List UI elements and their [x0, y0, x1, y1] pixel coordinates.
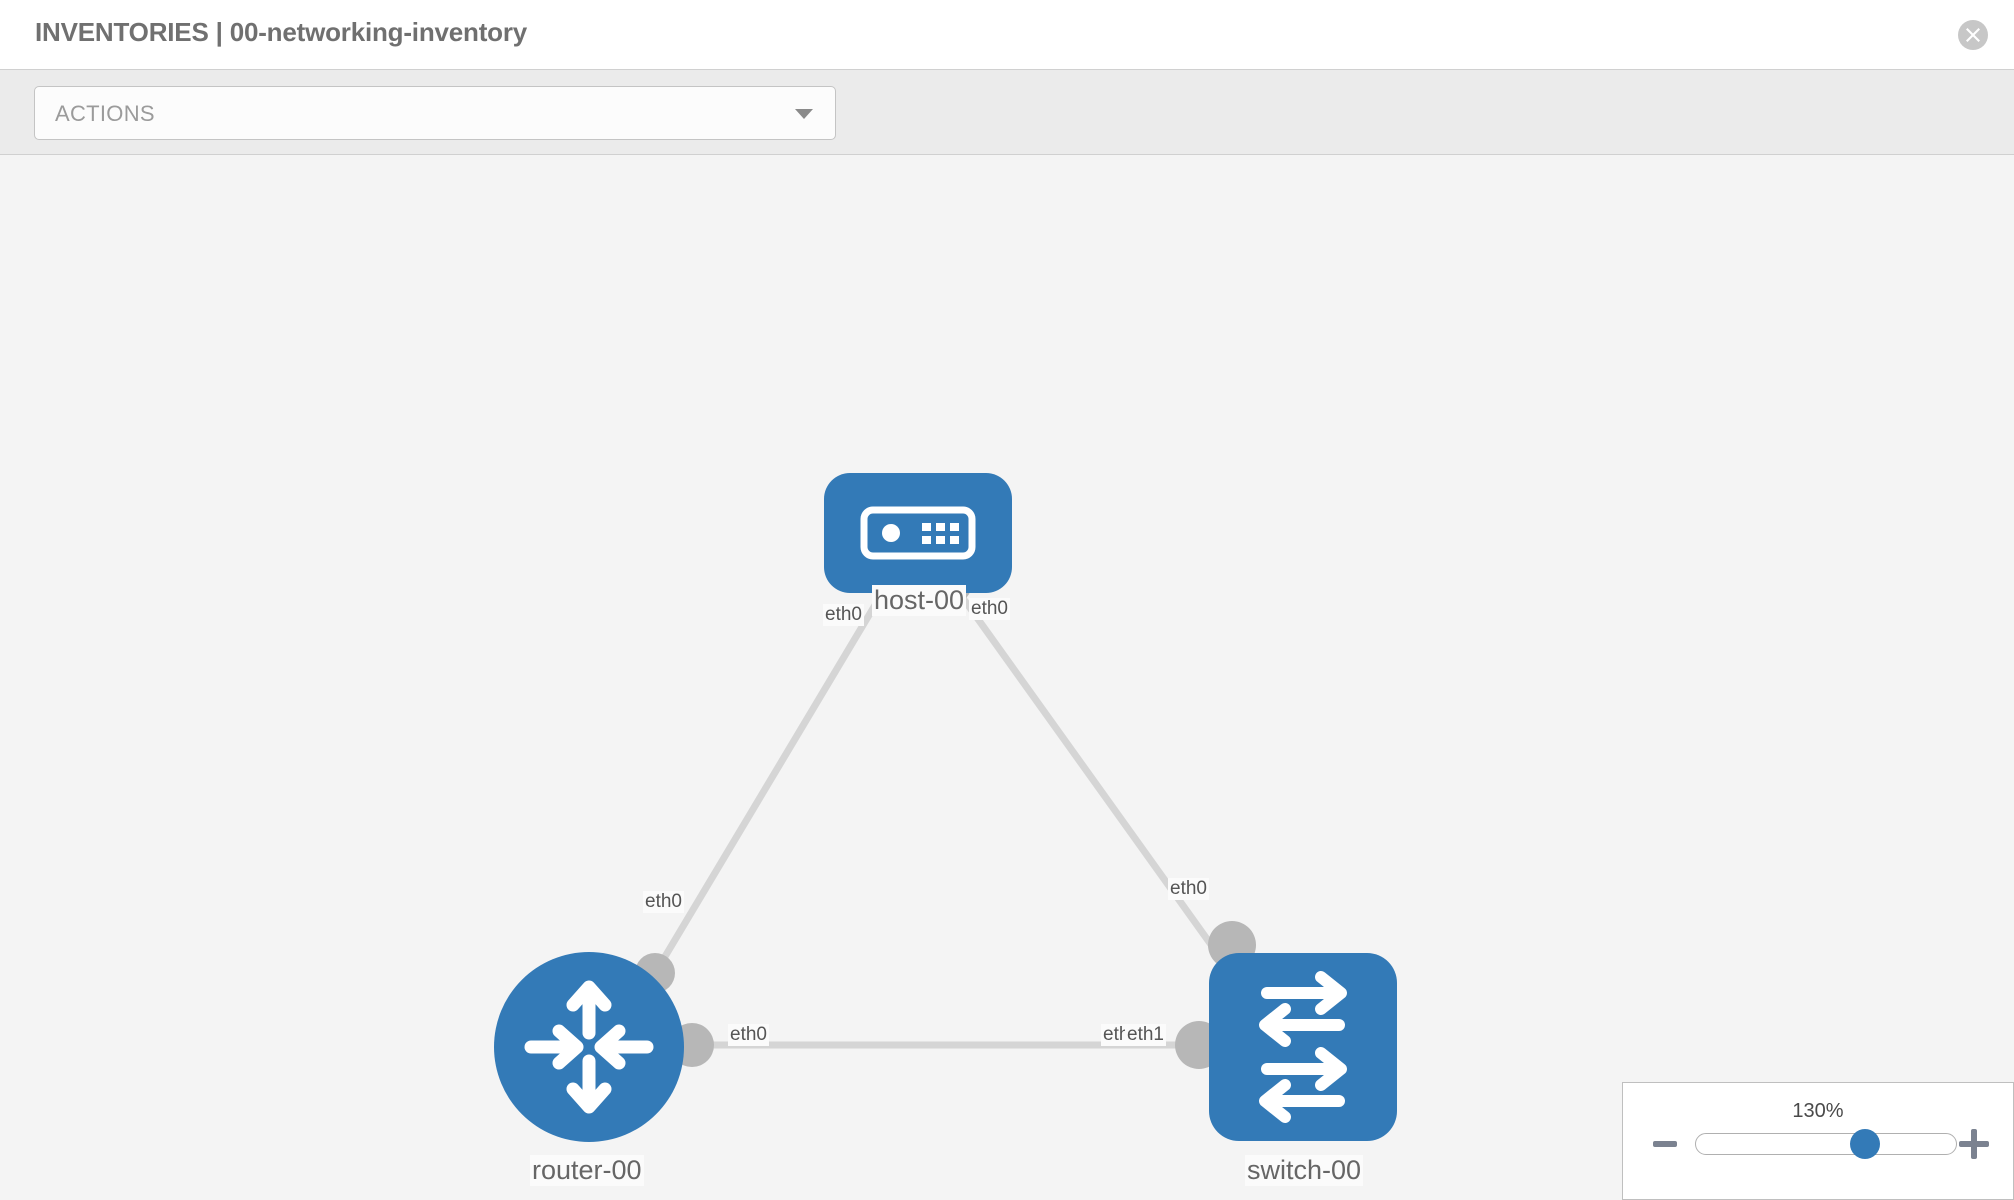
- chevron-down-icon: [795, 109, 813, 119]
- actions-dropdown-label: ACTIONS: [55, 101, 155, 126]
- topology-graph: [494, 473, 1397, 1142]
- toolbar: ACTIONS SEARCH: [0, 69, 2014, 209]
- zoom-level-value: 130%: [1792, 1100, 1844, 1122]
- zoom-slider-thumb[interactable]: [1850, 1129, 1880, 1159]
- zoom-control-panel: 130%: [1622, 1082, 2014, 1200]
- zoom-slider[interactable]: [1695, 1133, 1957, 1155]
- node-label-router-00: router-00: [530, 1155, 644, 1186]
- edge-host-switch: [947, 577, 1225, 963]
- node-host-00[interactable]: [824, 473, 1012, 593]
- edge-label-router-right-eth0: eth0: [728, 1024, 769, 1046]
- node-switch-00[interactable]: [1209, 953, 1397, 1141]
- page-title: INVENTORIES | 00-networking-inventory: [35, 17, 528, 47]
- actions-dropdown[interactable]: ACTIONS: [34, 86, 836, 140]
- edge-label-host-right-eth0: eth0: [969, 598, 1010, 620]
- topology-canvas[interactable]: host-00 router-00 switch-00 eth0 eth0 et…: [0, 155, 2014, 1200]
- plus-icon[interactable]: [1959, 1129, 1989, 1159]
- close-icon[interactable]: [1958, 20, 1988, 50]
- edge-label-switch-left-eth1: eth1: [1125, 1024, 1166, 1046]
- page-header: INVENTORIES | 00-networking-inventory: [0, 0, 2014, 69]
- node-label-switch-00: switch-00: [1245, 1155, 1364, 1186]
- node-label-host-00: host-00: [872, 585, 967, 616]
- edge-label-host-left-eth0: eth0: [823, 604, 864, 626]
- edge-label-switch-left-eth0-occluded: eth: [1101, 1024, 1132, 1046]
- edge-label-router-top-eth0: eth0: [643, 891, 684, 913]
- edge-host-router: [644, 578, 894, 987]
- edge-label-switch-top-eth0: eth0: [1168, 878, 1209, 900]
- node-router-00[interactable]: [494, 952, 684, 1142]
- minus-icon[interactable]: [1653, 1141, 1677, 1147]
